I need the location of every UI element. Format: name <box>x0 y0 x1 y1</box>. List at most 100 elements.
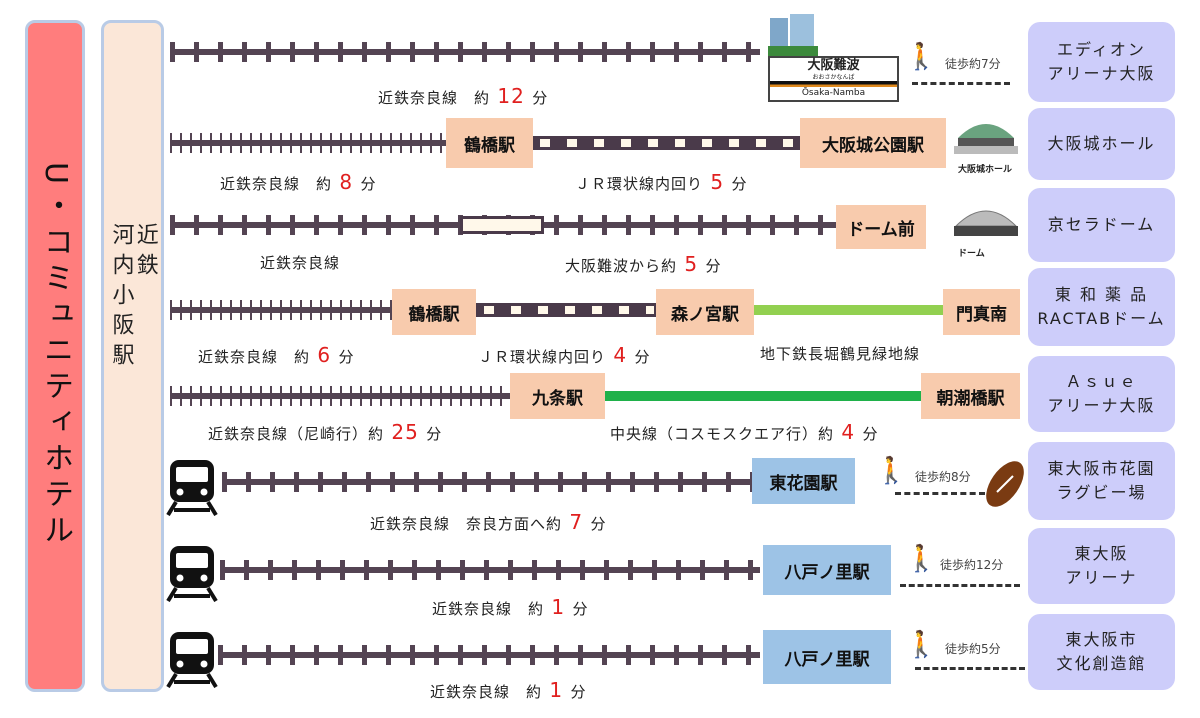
station-box[interactable]: 門真南 <box>943 289 1020 335</box>
caption-text: 近鉄奈良線 約 <box>220 175 333 193</box>
caption-text: 大阪難波から約 <box>565 257 678 275</box>
venue-name-line: 京セラドーム <box>1047 215 1156 234</box>
kintetsu-line <box>170 300 392 320</box>
destination-venue[interactable]: エディオンアリーナ大阪 <box>1028 22 1175 102</box>
caption-unit: 分 <box>426 425 443 443</box>
walking-person-icon: 🚶 <box>905 544 938 574</box>
kintetsu-line <box>220 560 760 580</box>
station-box[interactable]: 八戸ノ里駅 <box>763 545 891 595</box>
route-caption: 近鉄奈良線 約 1 分 <box>430 678 586 702</box>
venue-name-line: ラグビー場 <box>1056 483 1147 502</box>
travel-minutes: 5 <box>677 252 706 276</box>
venue-name-line: 東 和 薬 品 <box>1054 285 1149 304</box>
route-caption: 近鉄奈良線（尼崎行）約 25 分 <box>208 420 442 444</box>
caption-text: ＪＲ環状線内回り <box>575 175 704 193</box>
sign-roman: Ōsaka-Namba <box>801 88 866 98</box>
station-box[interactable]: ドーム前 <box>836 205 926 249</box>
walking-route <box>912 82 1010 85</box>
caption-text: 近鉄奈良線 約 <box>378 89 491 107</box>
destination-venue[interactable]: 京セラドーム <box>1028 188 1175 262</box>
caption-unit: 分 <box>634 348 651 366</box>
destination-venue[interactable]: 東大阪アリーナ <box>1028 528 1175 604</box>
venue-name-line: 東大阪市 <box>1065 630 1138 649</box>
venue-name-line: Ａｓｕｅ <box>1065 372 1138 391</box>
venue-name-line: 東大阪市花園 <box>1047 459 1156 478</box>
sign-name: 大阪難波 <box>807 58 860 73</box>
travel-minutes: 25 <box>384 420 427 444</box>
route-caption: ＪＲ環状線内回り 4 分 <box>478 343 650 367</box>
hotel-name: U・コミュニティホテル <box>38 162 73 550</box>
route-caption: 近鉄奈良線 <box>260 252 340 273</box>
caption-unit: 分 <box>570 683 587 701</box>
caption-unit: 分 <box>705 257 722 275</box>
travel-minutes: 8 <box>332 170 361 194</box>
travel-minutes: 5 <box>703 170 732 194</box>
caption-unit: 分 <box>338 348 355 366</box>
route-caption: 近鉄奈良線 約 1 分 <box>432 595 588 619</box>
caption-text: 中央線（コスモスクエア行）約 <box>610 425 835 443</box>
caption-unit: 分 <box>572 600 589 618</box>
express-segment <box>460 216 544 234</box>
station-box[interactable]: 朝潮橋駅 <box>921 373 1020 419</box>
origin-station-name: 近鉄 河内小阪駅 <box>108 223 158 373</box>
venue-name-line: 大阪城ホール <box>1047 134 1156 153</box>
station-box[interactable]: 東花園駅 <box>752 458 855 504</box>
travel-minutes: 7 <box>562 510 591 534</box>
kintetsu-line <box>218 645 760 665</box>
kintetsu-line <box>170 386 510 406</box>
caption-unit: 分 <box>862 425 879 443</box>
sign-stripe <box>770 81 897 87</box>
destination-venue[interactable]: 大阪城ホール <box>1028 108 1175 180</box>
venue-name-line: エディオン <box>1057 40 1146 59</box>
caption-unit: 分 <box>590 515 607 533</box>
venue-name-line: 文化創造館 <box>1056 654 1147 673</box>
station-box[interactable]: 八戸ノ里駅 <box>763 630 891 684</box>
route-caption: 近鉄奈良線 奈良方面へ約 7 分 <box>370 510 606 534</box>
caption-text: ＪＲ環状線内回り <box>478 348 607 366</box>
train-icon <box>166 544 218 606</box>
travel-minutes: 1 <box>542 678 571 702</box>
walk-time: 徒歩約8分 <box>915 470 971 484</box>
route-caption: 大阪難波から約 5 分 <box>565 252 721 276</box>
sign-kana: おおさかなんば <box>812 74 855 81</box>
caption-unit: 分 <box>532 89 549 107</box>
destination-venue[interactable]: 東大阪市文化創造館 <box>1028 614 1175 690</box>
walking-route <box>915 667 1025 670</box>
kintetsu-line <box>170 42 760 62</box>
rugby-ball-icon <box>983 456 1027 516</box>
travel-minutes: 12 <box>490 84 533 108</box>
station-box[interactable]: 鶴橋駅 <box>392 289 476 335</box>
jr-line <box>532 136 800 150</box>
travel-minutes: 4 <box>606 343 635 367</box>
station-box[interactable]: 大阪城公園駅 <box>800 118 946 168</box>
walk-time: 徒歩約7分 <box>945 57 1001 71</box>
caption-text: 近鉄奈良線 <box>260 254 341 272</box>
jr-line <box>476 303 656 317</box>
travel-minutes: 4 <box>834 420 863 444</box>
station-box[interactable]: 鶴橋駅 <box>446 118 533 168</box>
walking-route <box>900 584 1020 587</box>
walking-person-icon: 🚶 <box>875 456 908 486</box>
kintetsu-line <box>222 472 752 492</box>
caption-unit: 分 <box>731 175 748 193</box>
kintetsu-line <box>170 133 446 153</box>
station-box[interactable]: 九条駅 <box>510 373 605 419</box>
station-box[interactable]: 森ノ宮駅 <box>656 289 754 335</box>
route-caption: 地下鉄長堀鶴見緑地線 <box>760 343 920 364</box>
caption-text: 近鉄奈良線 奈良方面へ約 <box>370 515 563 533</box>
caption-text: 近鉄奈良線（尼崎行）約 <box>208 425 385 443</box>
subway-line <box>605 391 921 401</box>
route-caption: ＪＲ環状線内回り 5 分 <box>575 170 747 194</box>
venue-icon-label: ドーム <box>958 249 985 259</box>
route-caption: 近鉄奈良線 約 8 分 <box>220 170 376 194</box>
route-caption: 近鉄奈良線 約 12 分 <box>378 84 548 108</box>
caption-text: 近鉄奈良線 約 <box>198 348 311 366</box>
caption-text: 地下鉄長堀鶴見緑地線 <box>760 345 921 363</box>
destination-venue[interactable]: 東大阪市花園ラグビー場 <box>1028 442 1175 520</box>
caption-text: 近鉄奈良線 約 <box>430 683 543 701</box>
osaka-castle-hall-icon <box>950 118 1022 162</box>
travel-minutes: 1 <box>544 595 573 619</box>
walking-person-icon: 🚶 <box>905 42 938 72</box>
